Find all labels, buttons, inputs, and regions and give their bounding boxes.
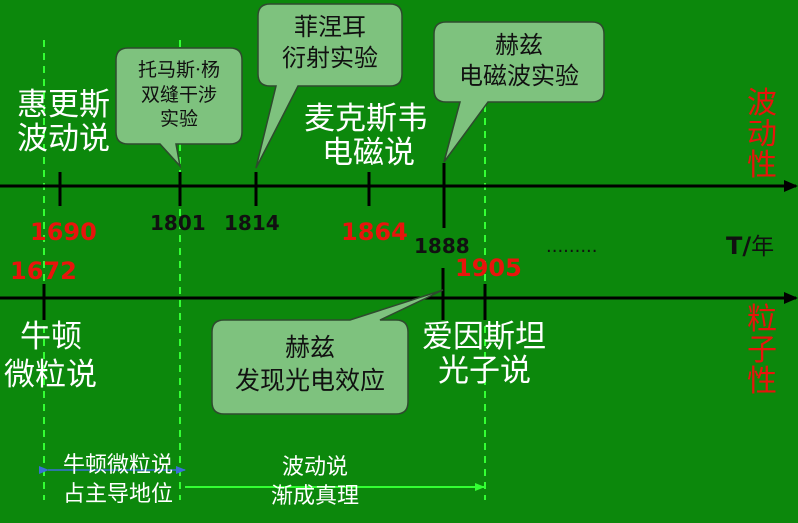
maxwell-name: 麦克斯韦 [304,101,428,137]
callout-hertz-em-line1: 赫兹 [495,31,543,59]
year-1888: 1888 [414,234,470,258]
callout-young-line1: 托马斯·杨 [137,59,221,81]
wave-nature-label: 波 动 性 [744,88,780,181]
axis-unit-label: T/年 [726,234,774,259]
particle-nature-char1: 粒 [747,302,777,337]
callout-hertz-em-bubble [433,21,605,163]
year-1905: 1905 [455,254,522,282]
wave-nature-char2: 动 [747,117,777,152]
huygens-theory: 波动说 [17,121,110,157]
era-particle-line2: 占主导地位 [62,481,173,507]
year-1672: 1672 [10,257,77,285]
callout-young-line2: 双缝干涉 [140,83,217,106]
einstein-name: 爱因斯坦 [422,319,546,355]
callout-fresnel-line2: 衍射实验 [282,44,378,73]
axis-slash: / [742,232,752,260]
year-1864: 1864 [341,218,408,246]
particle-nature-label: 粒 子 性 [744,304,780,397]
callout-hertz-pe-bubble [211,289,444,415]
year-1814: 1814 [224,211,280,235]
callout-fresnel-line1: 菲涅耳 [294,13,366,41]
year-1801: 1801 [150,211,206,235]
callout-hertz-pe-line2: 发现光电效应 [234,365,385,395]
callout-hertz-em-line2: 电磁波实验 [459,62,579,91]
callout-young-line3: 实验 [159,108,198,131]
ellipsis-dots: ......... [546,236,598,257]
callout-hertz-pe-text: 赫兹 发现光电效应 [216,332,404,397]
era-wave-line2: 渐成真理 [270,483,359,509]
maxwell-theory: 电磁说 [322,135,415,171]
year-1690: 1690 [30,218,97,246]
axis-t-symbol: T [726,232,743,260]
newton-theory: 微粒说 [4,357,97,393]
axis-unit-year: 年 [751,234,775,260]
era-wave-text: 波动说 渐成真理 [250,454,380,511]
callout-young-text: 托马斯·杨 双缝干涉 实验 [120,58,238,132]
wave-nature-char3: 性 [747,148,777,183]
callout-hertz-pe-line1: 赫兹 [284,333,335,362]
callout-fresnel-text: 菲涅耳 衍射实验 [262,12,398,74]
era-particle-line1: 牛顿微粒说 [62,453,173,478]
wave-nature-char1: 波 [747,86,777,121]
einstein-theory: 光子说 [438,353,531,389]
callout-fresnel-bubble [255,3,403,169]
particle-nature-char3: 性 [747,364,777,399]
huygens-name: 惠更斯 [17,87,110,123]
era-particle-text: 牛顿微粒说 占主导地位 [48,452,188,509]
particle-nature-char2: 子 [747,333,777,368]
era-wave-line1: 波动说 [281,455,348,480]
callout-hertz-em-text: 赫兹 电磁波实验 [438,30,600,92]
newton-name: 牛顿 [20,319,82,355]
callout-young-bubble [115,47,243,169]
